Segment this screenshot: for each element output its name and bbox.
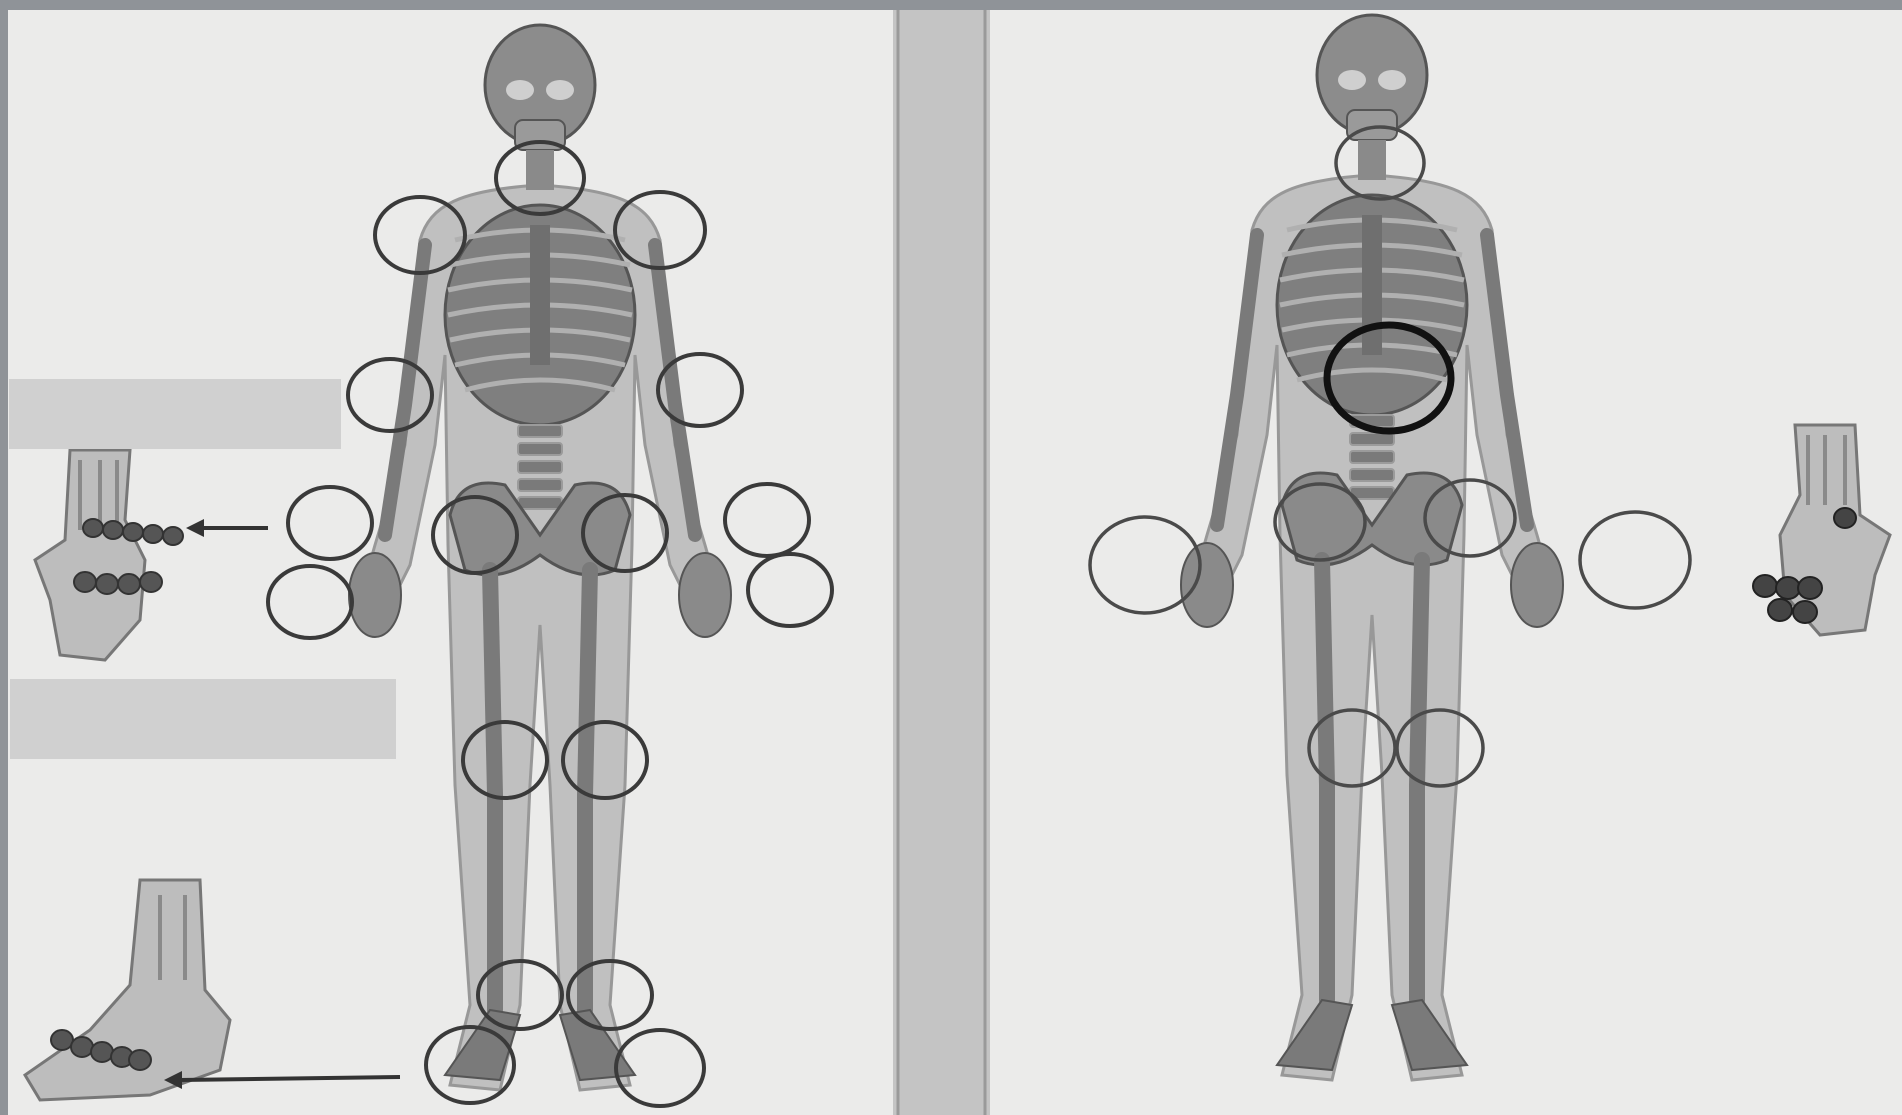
panel-divider: [893, 10, 990, 1115]
label-box-middle: [10, 679, 396, 759]
label-box-wrist: [9, 379, 341, 449]
